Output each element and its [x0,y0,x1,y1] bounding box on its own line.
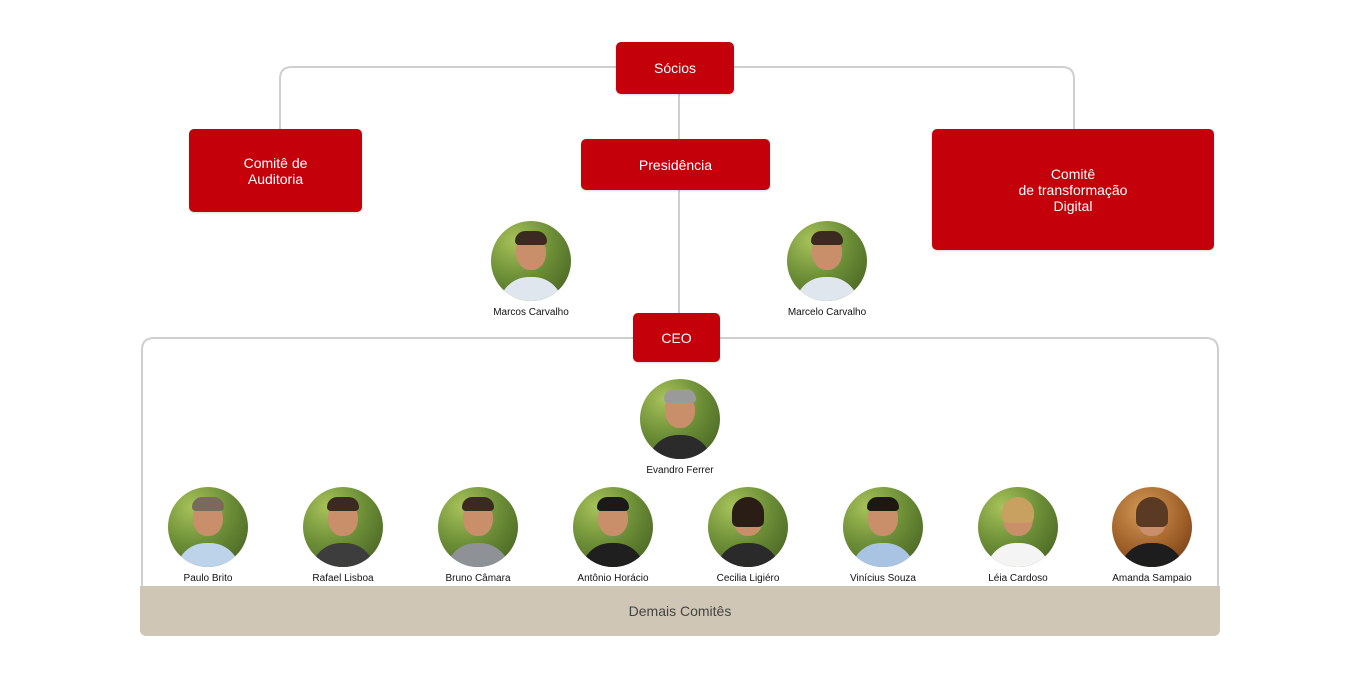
connector-ceo-frame [141,337,1219,588]
person-name: Antônio Horácio [577,573,649,584]
connector-socios-auditoria [279,66,616,130]
presidencia-box: Presidência [581,139,770,190]
person-name: Paulo Brito [183,573,233,584]
person-photo-icon [843,487,923,567]
demais-comites-label: Demais Comitês [628,603,732,619]
person-photo-icon [640,379,720,459]
team-member: Léia Cardoso [958,487,1078,584]
person-photo-icon [1112,487,1192,567]
person-marcelo-carvalho: Marcelo Carvalho [767,221,887,318]
comite-transformacao-box: Comitê de transformação Digital [932,129,1214,250]
socios-box: Sócios [616,42,734,94]
person-name: Marcos Carvalho [493,307,569,318]
person-photo-icon [573,487,653,567]
comite-transformacao-line-1: Comitê [1050,165,1096,182]
person-name: Amanda Sampaio [1112,573,1192,584]
person-name: Vinícius Souza [850,573,916,584]
team-member: Antônio Horácio [553,487,673,584]
person-name: Marcelo Carvalho [787,307,867,318]
person-name: Bruno Câmara [445,573,511,584]
person-name: Léia Cardoso [988,573,1048,584]
person-photo-icon [438,487,518,567]
person-name: Cecilia Ligiéro [716,573,780,584]
person-photo-icon [168,487,248,567]
team-member: Cecilia Ligiéro [688,487,808,584]
team-member: Paulo Brito [148,487,268,584]
person-evandro-ferrer: Evandro Ferrer [620,379,740,476]
team-member: Amanda Sampaio [1092,487,1212,584]
team-member: Rafael Lisboa [283,487,403,584]
comite-transformacao-line-3: Digital [1053,197,1093,214]
person-name: Rafael Lisboa [312,573,374,584]
ceo-box: CEO [633,313,720,362]
comite-auditoria-box: Comitê de Auditoria [189,129,362,212]
comite-auditoria-line-2: Auditoria [247,170,304,187]
person-name: Evandro Ferrer [646,465,714,476]
comite-transformacao-line-2: de transformação [1018,181,1128,198]
person-marcos-carvalho: Marcos Carvalho [471,221,591,318]
person-photo-icon [978,487,1058,567]
comite-auditoria-line-1: Comitê de [243,154,308,171]
team-member: Vinícius Souza [823,487,943,584]
person-photo-icon [787,221,867,301]
person-photo-icon [303,487,383,567]
ceo-label: CEO [661,329,692,346]
person-photo-icon [491,221,571,301]
demais-comites-bar: Demais Comitês [140,586,1220,636]
connector-socios-transformacao [734,66,1075,130]
person-photo-icon [708,487,788,567]
team-member: Bruno Câmara [418,487,538,584]
presidencia-label: Presidência [638,156,713,173]
socios-label: Sócios [653,60,697,76]
